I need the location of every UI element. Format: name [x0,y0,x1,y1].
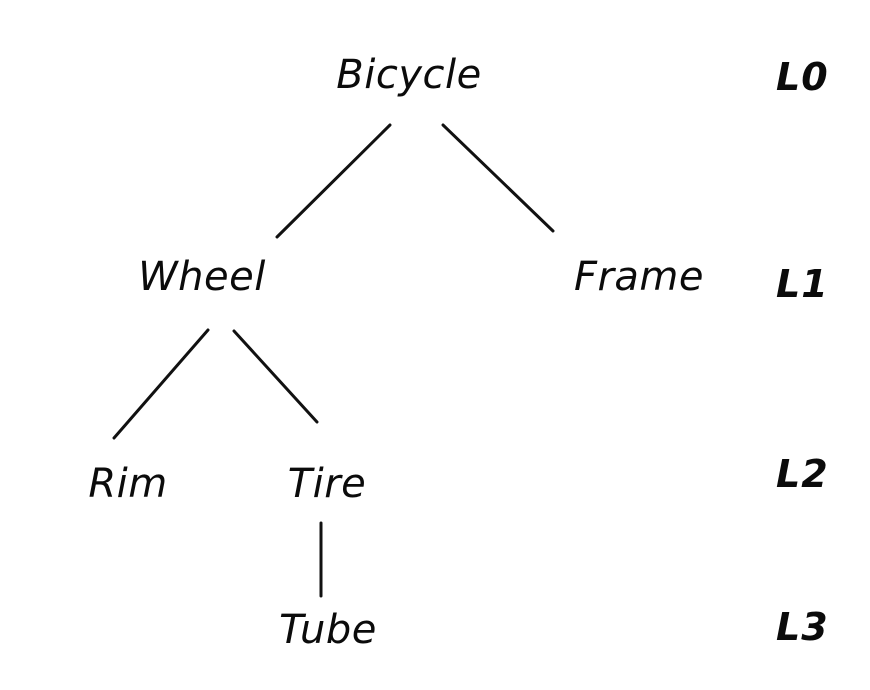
level-label-l0: L0 [776,55,829,99]
edge-group [112,123,555,598]
node-bicycle[interactable]: Bicycle [336,52,481,98]
node-wheel[interactable]: Wheel [138,254,266,300]
level-label-l2: L2 [776,452,829,496]
level-label-l3: L3 [776,605,829,649]
node-frame[interactable]: Frame [574,254,704,300]
node-group: Bicycle Wheel Frame Rim Tire Tube [88,52,704,653]
edge-wheel-rim [112,328,210,440]
node-rim[interactable]: Rim [88,461,167,507]
node-tube[interactable]: Tube [279,607,377,653]
edge-bicycle-wheel [275,123,392,239]
edge-wheel-tire [232,329,319,424]
level-label-group: L0 L1 L2 L3 [776,55,829,649]
level-label-l1: L1 [776,262,829,306]
node-tire[interactable]: Tire [288,461,367,507]
edge-bicycle-frame [441,123,555,233]
